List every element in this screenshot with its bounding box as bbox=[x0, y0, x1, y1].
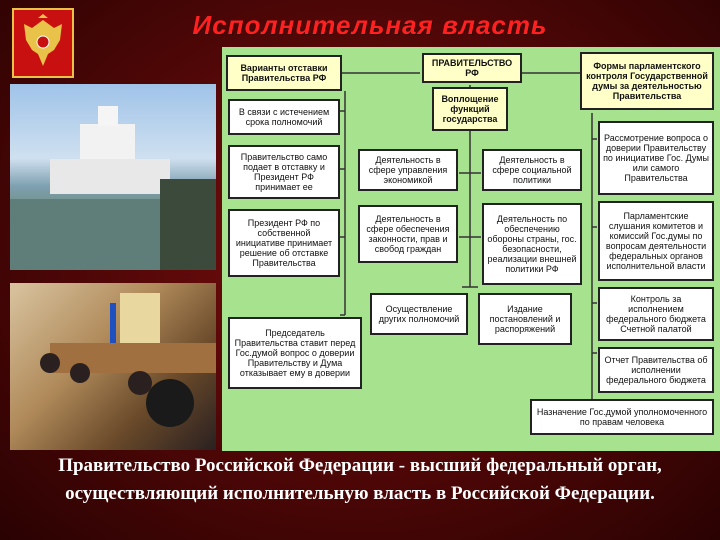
diagram-connectors bbox=[321, 69, 597, 412]
executive-power-diagram: Варианты отставки Правительства РФ ПРАВИ… bbox=[222, 47, 720, 451]
parliament-control-1: Рассмотрение вопроса о доверии Правитель… bbox=[598, 121, 714, 195]
resign-options-box: Варианты отставки Правительства РФ bbox=[226, 55, 342, 91]
parliament-control-4: Отчет Правительства об исполнении федера… bbox=[598, 347, 714, 393]
function-economy: Деятельность в сфере управления экономик… bbox=[358, 149, 458, 191]
government-meeting-photo bbox=[10, 283, 220, 450]
function-social: Деятельность в сфере социальной политики bbox=[482, 149, 582, 191]
function-decrees: Издание постановлений и распоряжений bbox=[478, 293, 572, 345]
resign-option-2: Правительство само подает в отставку и П… bbox=[228, 145, 340, 199]
parliament-control-box: Формы парламентского контроля Государств… bbox=[580, 52, 714, 110]
function-other-powers: Осуществление других полномочий bbox=[370, 293, 468, 335]
function-defense: Деятельность по обеспечению обороны стра… bbox=[482, 203, 582, 285]
page-title: Исполнительная власть bbox=[192, 10, 548, 40]
government-box: ПРАВИТЕЛЬСТВО РФ bbox=[422, 53, 522, 83]
coat-of-arms-icon bbox=[12, 8, 74, 78]
government-building-photo bbox=[10, 84, 216, 270]
resign-option-3: Президент РФ по собственной инициативе п… bbox=[228, 209, 340, 277]
parliament-control-2: Парламентские слушания комитетов и комис… bbox=[598, 201, 714, 281]
resign-option-1: В связи с истечением срока полномочий bbox=[228, 99, 340, 135]
parliament-control-5: Назначение Гос.думой уполномоченного по … bbox=[530, 399, 714, 435]
function-law: Деятельность в сфере обеспечения законно… bbox=[358, 205, 458, 263]
caption-text: Правительство Российской Федерации - выс… bbox=[58, 455, 662, 504]
parliament-control-3: Контроль за исполнением федерального бюд… bbox=[598, 287, 714, 341]
state-functions-box: Воплощение функций государства bbox=[432, 87, 508, 131]
resign-option-4: Председатель Правительства ставит перед … bbox=[228, 317, 362, 389]
